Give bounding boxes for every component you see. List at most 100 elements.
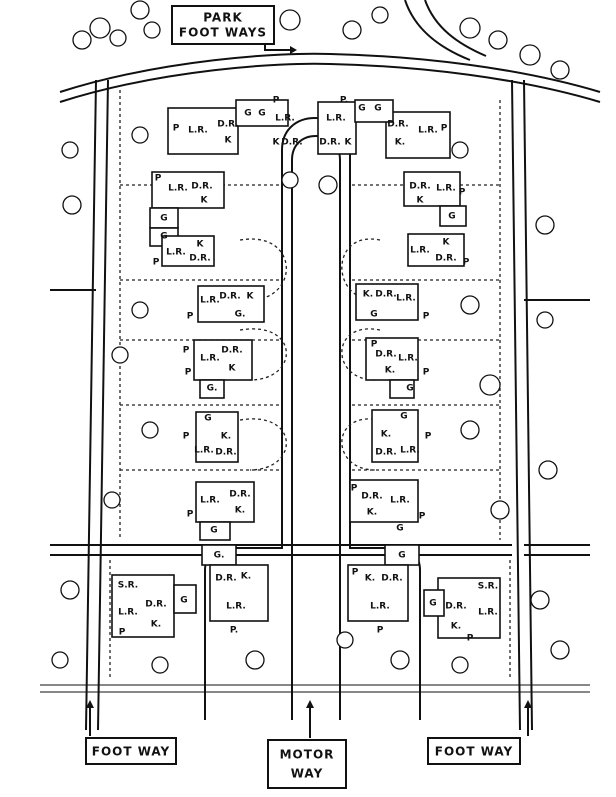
room-label-lr: L.R. [194, 446, 214, 456]
room-label-p: P [173, 124, 180, 134]
room-label-g: G [429, 599, 436, 609]
room-label-k: K [201, 196, 209, 206]
park-foot-ways-label-line1: PARK [203, 11, 243, 25]
room-label-k: K. [385, 366, 395, 376]
room-label-lr: L.R. [390, 496, 410, 506]
foot-way-right-label: FOOT WAY [427, 700, 532, 765]
room-label-p: P [352, 568, 359, 578]
room-label-k: K [417, 196, 425, 206]
room-label-p: P [155, 174, 162, 184]
foot-way-right-label-text: FOOT WAY [435, 745, 514, 759]
room-label-k: K [229, 364, 237, 374]
park-foot-ways-label: PARK FOOT WAYS [171, 5, 297, 54]
room-label-g: G [210, 526, 217, 536]
motor-way-label: MOTOR WAY [267, 700, 347, 789]
room-label-g: G. [207, 384, 218, 394]
room-label-lr: L.R. [396, 294, 416, 304]
room-label-lr: L.R. [398, 354, 418, 364]
room-label-dr: D.R. [145, 600, 166, 610]
room-label-dr: D.R. [387, 120, 408, 130]
room-label-p: P [273, 96, 280, 106]
room-label-p: P [185, 368, 192, 378]
room-label-p: P [467, 634, 474, 644]
room-label-lr: L.R. [418, 126, 438, 136]
room-label-k: K. [221, 432, 231, 442]
room-label-lr: L.R. [188, 126, 208, 136]
room-label-k: K [197, 240, 205, 250]
room-label-g: G [204, 414, 211, 424]
room-label-p: P [423, 368, 430, 378]
room-label-dr: D.R. [435, 254, 456, 264]
room-label-k: K [225, 136, 233, 146]
room-label-p: P [187, 312, 194, 322]
room-label-lr: L.R. [168, 184, 188, 194]
room-label-g: G [244, 109, 251, 119]
room-label-lr: L.R. [275, 114, 295, 124]
room-label-dr: D.R. [217, 120, 238, 130]
room-label-lr: L.R. [436, 184, 456, 194]
room-label-k: K. [241, 572, 251, 582]
room-label-p: P [425, 432, 432, 442]
room-label-lr: L.R. [410, 246, 430, 256]
motor-way-label-line1: MOTOR [280, 748, 335, 762]
room-label-p: P. [230, 626, 238, 636]
room-label-k: K [247, 292, 255, 302]
room-label-lr: L.R. [118, 608, 138, 618]
room-label-p: P [463, 258, 470, 268]
room-label-k: K [273, 138, 281, 148]
room-label-p: P [441, 124, 448, 134]
room-label-dr: D.R. [219, 292, 240, 302]
room-label-g: G [358, 104, 365, 114]
room-label-dr: D.R. [445, 602, 466, 612]
room-label-dr: D.R. [229, 490, 250, 500]
room-label-lr: L.R. [326, 114, 346, 124]
room-label-g: G [160, 214, 167, 224]
room-label-p: P [351, 484, 358, 494]
room-label-k: K. [395, 138, 405, 148]
room-label-lr: L.R. [166, 248, 186, 258]
houses [111, 99, 501, 639]
foot-way-network [40, 79, 590, 731]
park-foot-ways-label-line2: FOOT WAYS [179, 26, 267, 40]
room-label-p: P [183, 432, 190, 442]
room-label-g: G [400, 412, 407, 422]
room-label-dr: D.R. [375, 350, 396, 360]
room-label-g: G. [235, 310, 246, 320]
room-label-p: P [419, 512, 426, 522]
room-label-k: K. [235, 506, 245, 516]
room-label-g: G [258, 109, 265, 119]
room-label-dr: D.R. [191, 182, 212, 192]
room-label-g: G. [214, 551, 225, 561]
room-label-k: K [443, 238, 451, 248]
room-label-sr: S.R. [478, 582, 498, 592]
room-label-k: K. [367, 508, 377, 518]
room-label-dr: D.R. [189, 254, 210, 264]
room-label-g: G [398, 551, 405, 561]
room-label-p: P [459, 188, 466, 198]
room-label-dr: D.R. [361, 492, 382, 502]
room-label-p: P [377, 626, 384, 636]
room-label-lr: L.R. [200, 354, 220, 364]
room-label-k: K. [151, 620, 161, 630]
foot-way-left-label-text: FOOT WAY [92, 745, 171, 759]
foot-way-left-label: FOOT WAY [85, 700, 177, 765]
room-label-k: K. [451, 622, 461, 632]
room-label-k: K. [363, 290, 373, 300]
room-label-p: P [153, 258, 160, 268]
room-label-k: K. [365, 574, 375, 584]
room-label-p: P [183, 346, 190, 356]
room-label-dr: D.R. [281, 138, 302, 148]
room-label-p: P. [340, 96, 348, 106]
room-label-lr: L.R. [478, 608, 498, 618]
motor-way-label-line2: WAY [291, 767, 324, 781]
room-label-p: P [371, 340, 378, 350]
park-foot-ways [59, 0, 601, 103]
room-label-dr: D.R. [215, 448, 236, 458]
room-label-lr: L.R. [370, 602, 390, 612]
room-label-sr: S.R. [118, 581, 138, 591]
room-label-dr: D.R. [375, 448, 396, 458]
room-label-lr: L.R. [226, 602, 246, 612]
room-label-p: P [187, 510, 194, 520]
room-label-g: G [374, 104, 381, 114]
